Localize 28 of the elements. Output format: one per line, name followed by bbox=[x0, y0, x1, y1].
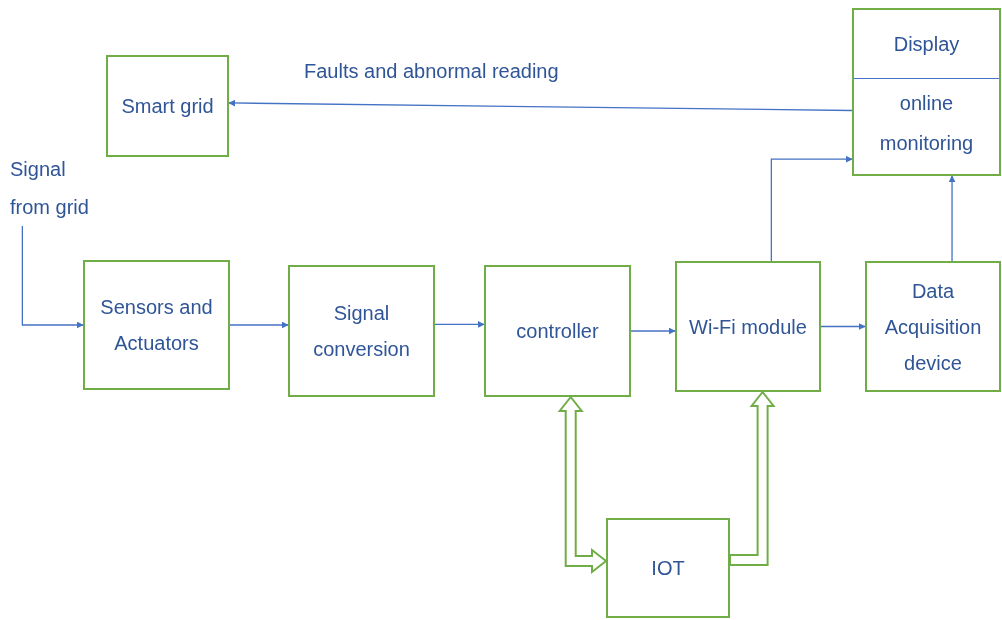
box-heading: Display bbox=[892, 32, 961, 57]
box-text: online monitoring bbox=[854, 78, 999, 174]
box-text: IOT bbox=[651, 556, 685, 581]
block-arrow bbox=[729, 390, 776, 566]
process-box bbox=[865, 261, 1001, 392]
box-text: Smart grid bbox=[121, 94, 214, 119]
process-box bbox=[606, 518, 730, 618]
arrow bbox=[770, 155, 853, 262]
box-text: controller bbox=[516, 319, 599, 344]
process-box bbox=[106, 55, 229, 157]
process-box bbox=[675, 261, 821, 392]
box-text: Sensors and Actuators bbox=[99, 295, 214, 356]
arrow bbox=[229, 321, 289, 329]
input-label: Signal from grid bbox=[10, 157, 90, 220]
arrow bbox=[630, 327, 676, 335]
process-box bbox=[83, 260, 230, 390]
process-box bbox=[288, 265, 435, 397]
arrow bbox=[21, 225, 84, 329]
box-text: Signal conversion bbox=[312, 301, 411, 362]
arrow bbox=[228, 99, 853, 112]
arrow bbox=[820, 323, 866, 330]
box-text: Data Acquisition device bbox=[883, 278, 983, 376]
arrow bbox=[948, 175, 956, 262]
box-text: Wi-Fi module bbox=[689, 314, 807, 340]
display-box bbox=[852, 8, 1001, 176]
arrow bbox=[434, 320, 485, 328]
process-box bbox=[484, 265, 631, 397]
block-arrow bbox=[557, 395, 608, 575]
